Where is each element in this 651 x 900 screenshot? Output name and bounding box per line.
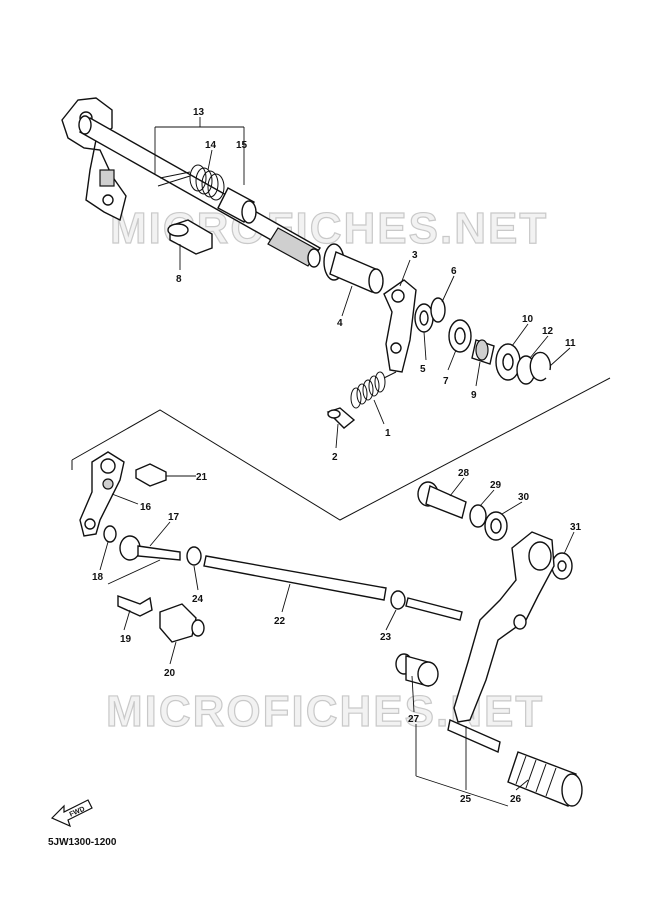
callout-12: 12	[542, 326, 554, 337]
collar-15	[217, 187, 257, 224]
callout-29: 29	[490, 480, 502, 491]
callout-25: 25	[460, 794, 472, 805]
callout-27: 27	[408, 714, 420, 725]
part-9-bearing	[471, 339, 495, 365]
callout-16: 16	[140, 502, 152, 513]
callout-9: 9	[471, 390, 477, 401]
part-29-washer	[469, 504, 487, 528]
callout-30: 30	[518, 492, 530, 503]
part-19-bolt	[117, 595, 153, 617]
callout-28: 28	[458, 468, 470, 479]
callout-31: 31	[570, 522, 582, 533]
callout-20: 20	[164, 668, 176, 679]
part-2-bolt	[326, 407, 356, 429]
callout-3: 3	[412, 250, 418, 261]
callout-19: 19	[120, 634, 132, 645]
part-4-collar	[323, 243, 384, 294]
callout-18: 18	[92, 572, 104, 583]
callout-2: 2	[332, 452, 338, 463]
callout-15: 15	[236, 140, 248, 151]
part-25-shift-pedal	[453, 531, 555, 723]
callout-4: 4	[337, 318, 343, 329]
part-22-shift-rod	[203, 555, 387, 601]
callout-labels: 1 2 3 4 5 6 7 8 9 10 11 12 13 14 15 16 1…	[92, 107, 582, 805]
fwd-arrow-icon: FWD	[50, 799, 93, 828]
part-26-pedal-rubber	[507, 751, 583, 807]
part-20-cap	[159, 603, 205, 643]
callout-13: 13	[193, 107, 205, 118]
part-3-lever	[383, 279, 417, 373]
callout-11: 11	[565, 338, 576, 349]
diagram-code: 5JW1300-1200	[48, 837, 117, 848]
callout-21: 21	[196, 472, 208, 483]
part-23-nut	[390, 590, 406, 610]
callout-1: 1	[385, 428, 391, 439]
part-1-spring	[350, 371, 397, 409]
callout-6: 6	[451, 266, 457, 277]
part-21-bolt	[135, 463, 167, 487]
callout-10: 10	[522, 314, 534, 325]
part-16-shift-arm	[79, 451, 125, 537]
part-24-nut	[186, 546, 202, 566]
part-18-washer	[103, 525, 117, 543]
part-28-pivot-bolt	[417, 481, 467, 519]
callout-5: 5	[420, 364, 426, 375]
callout-7: 7	[443, 376, 449, 387]
part-27-collar	[395, 653, 439, 687]
leader-lines	[99, 117, 575, 807]
callout-8: 8	[176, 274, 182, 285]
callout-24: 24	[192, 594, 204, 605]
callout-17: 17	[168, 512, 180, 523]
assembly-outline	[71, 377, 611, 521]
callout-23: 23	[380, 632, 392, 643]
part-17-rod-end	[119, 535, 181, 561]
part-8-bolt	[167, 219, 213, 255]
callout-14: 14	[205, 140, 217, 151]
callout-22: 22	[274, 616, 286, 627]
fwd-label: FWD	[69, 806, 86, 819]
spring-14	[157, 164, 225, 201]
part-11-circlip	[529, 351, 552, 382]
shift-shaft-assembly	[61, 97, 322, 268]
part-6-washer	[430, 297, 446, 323]
callout-26: 26	[510, 794, 522, 805]
